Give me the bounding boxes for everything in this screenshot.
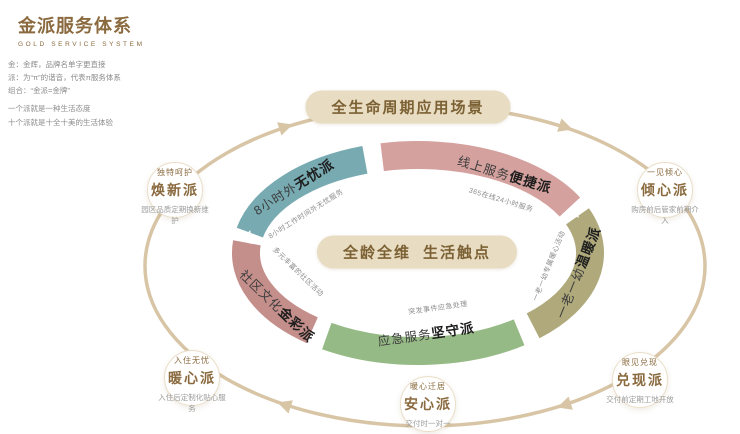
node-description: 交付前定期工地开放 (606, 395, 674, 404)
segment-divider-arrow-icon (241, 229, 253, 245)
top-banner: 全生命周期应用场景 (305, 90, 511, 124)
node-tagline: 眼见兑现 (622, 358, 658, 367)
description-line: 组合：“金派=金牌” (8, 86, 70, 96)
node-anxin: 暖心迁居 安心派 交付时一对一 (373, 376, 483, 432)
node-description: 入住后定制化贴心服务 (158, 393, 226, 413)
node-tagline: 独特呵护 (157, 168, 193, 177)
ring-arrow-icon (277, 400, 293, 414)
brand-description: 金：金辉，品牌名单字更直接 派：为“π”的谐音，代表π服务体系 组合：“金派=金… (8, 58, 178, 129)
description-line: 派：为“π”的谐音，代表π服务体系 (8, 73, 121, 83)
node-description: 交付时一对一 (405, 419, 451, 428)
description-line: 十个派就是十全十美的生活体验 (8, 117, 113, 127)
node-tagline: 入住无忧 (174, 356, 210, 365)
segment-divider-arrow-icon (566, 203, 579, 218)
segment-offhours-arc (236, 146, 368, 239)
node-qingxin: 一见倾心 倾心派 购房前后管家前期介入 (610, 162, 720, 226)
segment-divider-arrow-icon (367, 153, 382, 166)
node-circle (612, 352, 668, 408)
ring-arrow-icon (557, 118, 573, 132)
node-circle (400, 376, 456, 432)
segment-emergency-arc (322, 319, 525, 366)
center-banner-right: 生活触点 (423, 244, 492, 262)
logo-title: 金派服务体系 (18, 16, 132, 36)
node-name: 倾心派 (641, 182, 689, 198)
node-name: 焕新派 (151, 182, 199, 198)
node-tagline: 暖心迁居 (410, 382, 446, 391)
segment-online-arc (380, 141, 581, 217)
description-line: 金：金辉，品牌名单字更直接 (8, 60, 106, 69)
description-line: 一个派就是一种生活态度 (8, 104, 91, 114)
center-banner: 全龄全维生活触点 (316, 235, 518, 269)
node-nuanxin: 入住无忧 暖心派 入住后定制化贴心服务 (137, 350, 247, 414)
top-banner-label: 全生命周期应用场景 (331, 99, 485, 117)
node-description: 购房前后管家前期介入 (631, 205, 699, 225)
node-huanxin: 独特呵护 焕新派 园区品质定期换新维护 (120, 162, 230, 226)
node-description: 园区品质定期换新维护 (141, 205, 209, 225)
node-name: 安心派 (404, 396, 452, 412)
segment-elderly-arc (526, 208, 604, 339)
node-circle (637, 162, 693, 218)
segment-divider-arrow-icon (518, 321, 534, 333)
node-circle (147, 162, 203, 218)
node-name: 兑现派 (616, 372, 664, 388)
node-name: 暖心派 (168, 370, 216, 386)
ring-arrow-icon (557, 396, 573, 410)
segment-divider-arrow-icon (311, 329, 327, 341)
node-duixian: 眼见兑现 兑现派 交付前定期工地开放 (585, 352, 695, 408)
center-banner-left: 全龄全维 (342, 244, 411, 262)
logo-subtitle: GOLD SERVICE SYSTEM (18, 41, 145, 48)
logo: 金派服务体系 GOLD SERVICE SYSTEM (18, 12, 145, 48)
ring-arrow-icon (277, 122, 293, 136)
node-circle (164, 350, 220, 406)
segment-community-arc (232, 240, 318, 343)
node-tagline: 一见倾心 (647, 168, 683, 177)
